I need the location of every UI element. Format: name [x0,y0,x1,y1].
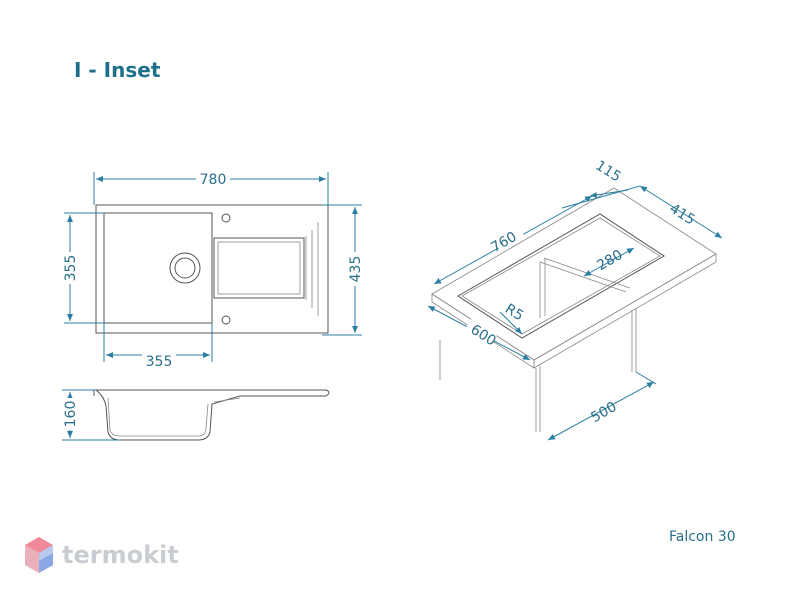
dim-160: 160 [61,389,120,441]
logo: termokit [24,536,179,574]
page-title: I - Inset [74,58,161,82]
bowl-outline [103,212,213,324]
dim-780: 780 [93,170,329,205]
dim-label: 435 [348,256,364,283]
dim-355-vertical: 355 [61,212,104,324]
dim-label: 355 [146,354,173,370]
dim-435: 435 [322,204,364,336]
drain-inner [174,257,196,279]
dim-label: R5 [502,301,526,324]
hexagon-logo-icon [25,537,53,573]
dim-label: 115 [593,158,624,186]
drainboard-inner [217,241,301,295]
dim-label: 160 [63,401,79,428]
dim-355-horizontal: 355 [103,323,213,370]
drainboard-outline [213,237,305,299]
dim-label: 355 [63,255,79,282]
tap-hole-bottom [221,315,231,325]
iso-view [431,187,717,432]
dim-500: 500 [547,371,657,441]
dim-280: 280 [583,247,635,277]
dim-415: 415 [639,185,723,239]
dim-label: 415 [667,201,698,229]
dim-115: 115 [561,158,641,209]
tap-hole-top [221,213,231,223]
dim-r5: R5 [499,301,526,335]
logo-text: termokit [62,541,179,569]
dim-760: 760 [433,195,593,285]
drain-outer [169,252,201,284]
dim-label: 780 [200,172,227,188]
side-view [93,389,330,441]
top-view [95,204,329,334]
dim-label: 280 [594,247,625,274]
model-label: Falcon 30 [669,529,736,545]
